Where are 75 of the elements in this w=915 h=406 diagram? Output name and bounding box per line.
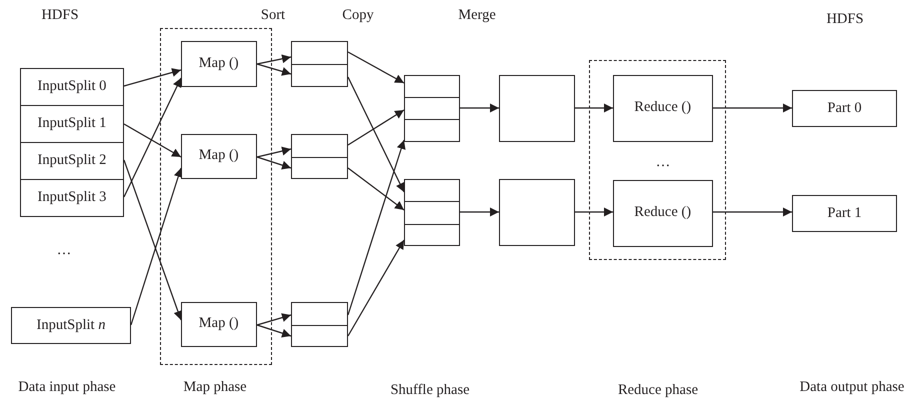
arrow — [256, 54, 292, 65]
arrow — [256, 313, 292, 326]
buffer-box — [404, 201, 460, 225]
arrow — [347, 140, 406, 316]
arrow — [124, 68, 182, 87]
phase-label: Merge — [458, 8, 496, 24]
process-box — [612, 180, 713, 247]
buffer-box — [404, 97, 460, 120]
process-box — [20, 68, 124, 106]
buffer-box — [499, 75, 575, 142]
node-label: InputSplit 0 — [38, 79, 106, 95]
phase-label: Map phase — [183, 380, 247, 396]
process-box — [792, 195, 897, 232]
phase-label: Sort — [260, 8, 286, 24]
phase-label: Copy — [342, 8, 374, 24]
node-label: Reduce () — [634, 100, 692, 116]
arrow — [713, 104, 792, 112]
process-box — [180, 134, 257, 179]
buffer-box — [291, 134, 348, 158]
buffer-box — [291, 64, 348, 87]
arrow — [460, 104, 499, 112]
arrow — [348, 51, 404, 84]
node-label: Map () — [198, 56, 239, 72]
arrow — [348, 168, 404, 210]
process-box — [792, 90, 897, 127]
arrow — [130, 168, 183, 326]
buffer-box — [404, 75, 460, 98]
buffer-box — [291, 157, 348, 179]
arrow — [256, 156, 292, 170]
phase-label: … — [656, 155, 670, 171]
buffer-box — [291, 41, 348, 65]
phase-label: Data input phase — [18, 380, 116, 396]
node-label: InputSplit 2 — [38, 153, 106, 169]
node-label: Map () — [198, 316, 239, 332]
process-box — [11, 307, 131, 344]
process-box — [180, 40, 257, 87]
buffer-box — [291, 325, 348, 347]
phase-label: Shuffle phase — [390, 383, 470, 399]
node-label: Reduce () — [634, 205, 692, 222]
phase-boundary — [160, 28, 272, 365]
arrow — [124, 123, 182, 158]
arrow — [123, 160, 182, 320]
node-label: InputSplit 3 — [38, 190, 106, 206]
process-box — [20, 179, 124, 217]
process-box — [612, 74, 713, 142]
buffer-box — [291, 302, 348, 326]
process-box — [20, 105, 124, 143]
buffer-box — [404, 179, 460, 202]
arrow — [347, 240, 405, 336]
arrow — [460, 208, 499, 216]
node-label: Part 0 — [827, 100, 862, 116]
arrow — [575, 208, 613, 216]
node-label: InputSplit 1 — [38, 116, 106, 132]
arrow — [256, 63, 292, 76]
buffer-box — [404, 119, 460, 142]
node-label: Map () — [198, 148, 239, 164]
phase-label: HDFS — [826, 12, 864, 28]
phase-label: HDFS — [41, 8, 79, 24]
process-box — [20, 142, 124, 180]
arrow — [256, 146, 292, 158]
buffer-box — [499, 179, 575, 246]
arrow — [123, 78, 182, 198]
arrow — [575, 104, 613, 112]
arrow — [256, 324, 292, 338]
process-box — [180, 302, 257, 347]
buffer-box — [404, 224, 460, 246]
phase-label: … — [56, 243, 72, 259]
phase-label: Reduce phase — [618, 383, 698, 399]
phase-label: Data output phase — [800, 380, 904, 396]
arrow — [347, 76, 405, 192]
node-label: Part 1 — [827, 206, 862, 222]
arrow — [713, 208, 792, 216]
arrow — [348, 110, 404, 146]
node-label: InputSplit n — [36, 318, 106, 334]
phase-boundary — [589, 60, 726, 260]
